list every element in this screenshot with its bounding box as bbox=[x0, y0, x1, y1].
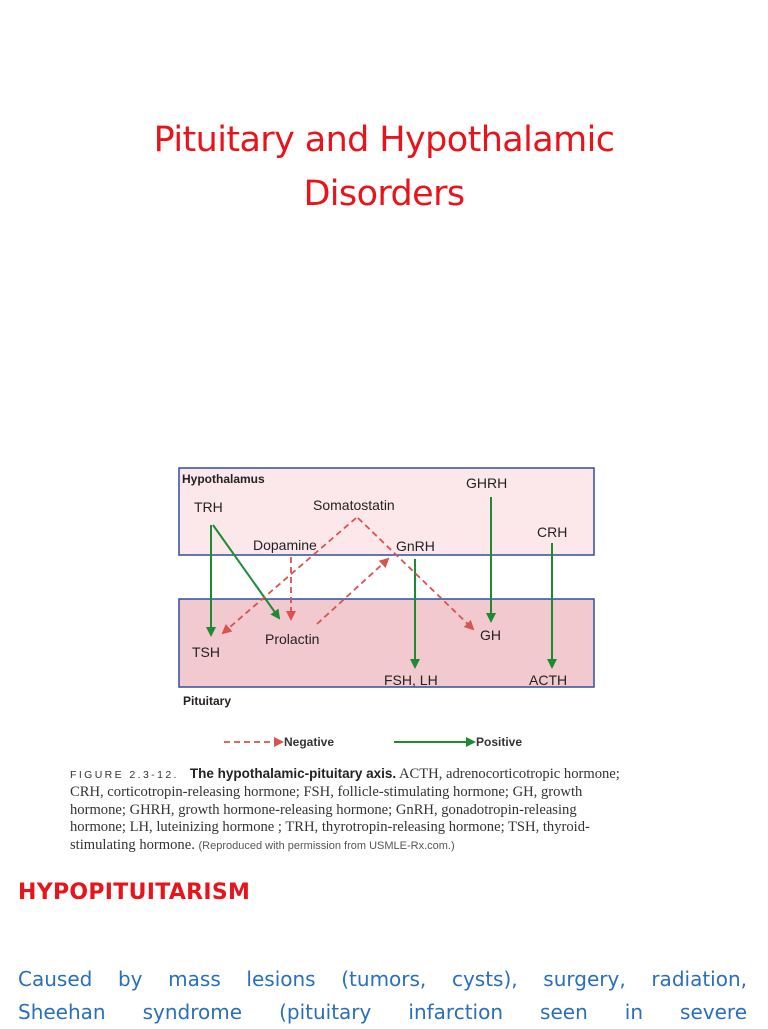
slide-title: Pituitary and Hypothalamic Disorders bbox=[0, 113, 768, 221]
caption-text-4: hormone; LH, luteinizing hormone ; TRH, … bbox=[70, 819, 590, 836]
body-line-1: Caused by mass lesions (tumors, cysts), … bbox=[18, 967, 747, 991]
hypothalamic-pituitary-diagram: Hypothalamus Pituitary TRH Somatostatin … bbox=[178, 467, 595, 749]
body-line-2: Sheehan syndrome (pituitary infarction s… bbox=[18, 1000, 747, 1024]
label-gnrh: GnRH bbox=[396, 538, 435, 554]
caption-figure-title: The hypothalamic-pituitary axis. bbox=[189, 766, 397, 781]
label-dopamine: Dopamine bbox=[253, 537, 317, 553]
caption-line-1: FIGURE 2.3-12. The hypothalamic-pituitar… bbox=[70, 765, 710, 784]
pituitary-box bbox=[178, 598, 595, 688]
slide-title-line-2: Disorders bbox=[303, 174, 465, 214]
arrow-prolactin-to-gnrh bbox=[316, 557, 390, 625]
legend-negative-label: Negative bbox=[284, 735, 334, 749]
section-heading: HYPOPITUITARISM bbox=[18, 880, 251, 905]
caption-figure-label: FIGURE 2.3-12. bbox=[70, 769, 179, 781]
slide-title-line-1: Pituitary and Hypothalamic bbox=[153, 120, 615, 160]
label-fsh-lh: FSH, LH bbox=[384, 672, 438, 688]
caption-text-5: stimulating hormone. bbox=[70, 836, 195, 853]
legend-positive-label: Positive bbox=[476, 735, 522, 749]
caption-text-3: hormone; GHRH, growth hormone-releasing … bbox=[70, 801, 577, 818]
caption-credit: (Reproduced with permission from USMLE-R… bbox=[198, 839, 455, 852]
label-acth: ACTH bbox=[529, 672, 567, 688]
label-somatostatin: Somatostatin bbox=[313, 497, 395, 513]
caption-text-1: ACTH, adrenocorticotropic hormone; bbox=[398, 766, 620, 782]
hypothalamus-label: Hypothalamus bbox=[182, 472, 265, 486]
label-prolactin: Prolactin bbox=[265, 631, 319, 647]
caption-line-5: stimulating hormone. (Reproduced with pe… bbox=[70, 837, 710, 855]
arrow-trh-to-prolactin bbox=[212, 524, 281, 620]
hypothalamus-box bbox=[178, 467, 595, 556]
body-paragraph: Caused by mass lesions (tumors, cysts), … bbox=[18, 963, 747, 1029]
label-gh: GH bbox=[480, 627, 501, 643]
label-trh: TRH bbox=[194, 499, 223, 515]
caption-text-2: CRH, corticotropin-releasing hormone; FS… bbox=[70, 784, 583, 801]
arrow-somatostatin-to-gh bbox=[357, 517, 475, 631]
figure-caption: FIGURE 2.3-12. The hypothalamic-pituitar… bbox=[70, 765, 710, 855]
label-crh: CRH bbox=[537, 524, 567, 540]
legend: Negative Positive bbox=[224, 735, 522, 749]
label-tsh: TSH bbox=[192, 644, 220, 660]
pituitary-label: Pituitary bbox=[183, 694, 231, 708]
label-ghrh: GHRH bbox=[466, 475, 507, 491]
